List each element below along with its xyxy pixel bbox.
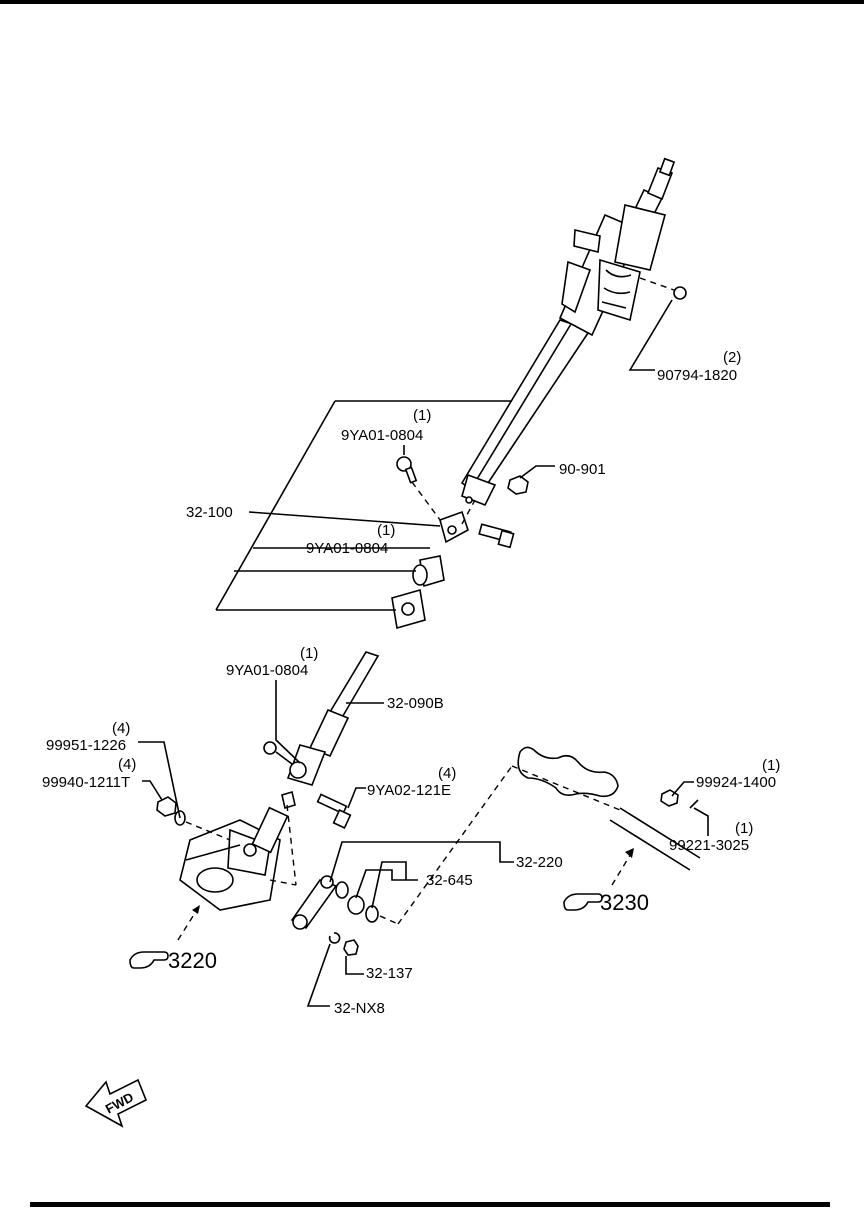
nut-901-part: 90-901 [559, 461, 606, 478]
nut-1400-qty: (1) [762, 757, 780, 774]
gearbox-ref-label[interactable]: 3220 [168, 948, 217, 973]
steering-gearbox [156, 790, 352, 911]
gearbox-ref-arrowhead [192, 905, 200, 914]
steering-column-assembly [391, 157, 687, 630]
mid-joint-bolt-part: 9YA01-0804 [306, 540, 388, 557]
pointing-hand-icon [129, 951, 169, 969]
pin-part: 99221-3025 [669, 837, 749, 854]
linkage-ref-arrowhead [625, 848, 634, 858]
top-border [0, 0, 864, 4]
leader-lines [138, 299, 709, 1007]
upper-joint-bolt-qty: (1) [413, 407, 431, 424]
forward-arrow-icon: FWD [84, 1078, 148, 1128]
intermediate-shaft [263, 651, 380, 786]
bolt-121e-part: 9YA02-121E [367, 782, 451, 799]
pointing-hand-icon [563, 893, 603, 911]
nut-137-part: 32-137 [366, 965, 413, 982]
intermediate-shaft-part: 32-090B [387, 695, 444, 712]
clip-part: 32-NX8 [334, 1000, 385, 1017]
upper-joint-bolt-part: 9YA01-0804 [341, 427, 423, 444]
bottom-border [30, 1202, 830, 1207]
linkage-ref-arrow [611, 851, 633, 886]
linkage-ref-label[interactable]: 3230 [600, 890, 649, 915]
pitman-arm-part: 32-220 [516, 854, 563, 871]
pitman-arm-assembly [290, 765, 621, 956]
assembly-bracket-lines [215, 400, 512, 611]
nut-a-qty: (4) [112, 720, 130, 737]
column-bolt-qty: (2) [723, 349, 741, 366]
washer-a-qty: (4) [118, 756, 136, 773]
ijoint-bolt-qty: (1) [300, 645, 318, 662]
washer-a-part: 99940-1211T [42, 774, 130, 791]
bolt-121e-qty: (4) [438, 765, 456, 782]
nut-1400-part: 99924-1400 [696, 774, 776, 791]
column-bolt-part: 90794-1820 [657, 367, 737, 384]
bushing-part: 32-645 [426, 872, 473, 889]
center-link [517, 746, 701, 871]
mid-joint-bolt-qty: (1) [377, 522, 395, 539]
pin-qty: (1) [735, 820, 753, 837]
nut-a-part: 99951-1226 [46, 737, 126, 754]
column-assembly-part: 32-100 [186, 504, 233, 521]
ijoint-bolt-part: 9YA01-0804 [226, 662, 308, 679]
